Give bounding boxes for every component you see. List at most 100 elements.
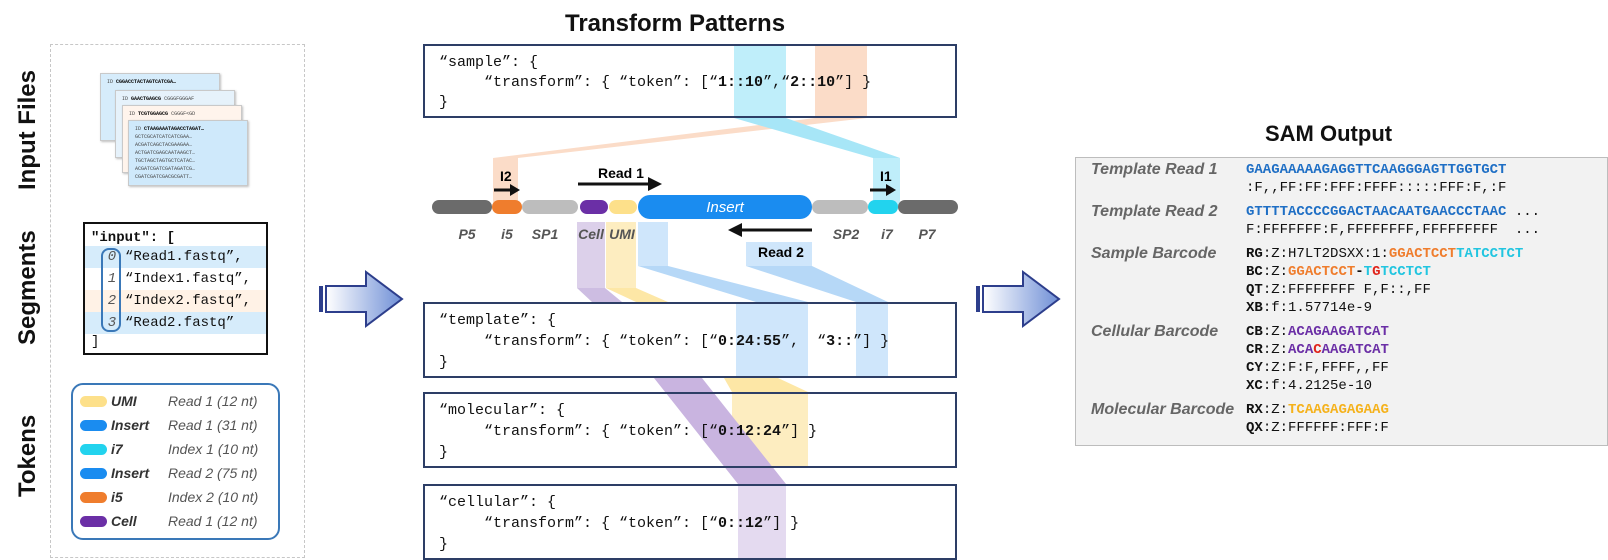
insert-r1-band <box>638 222 668 266</box>
i5-label: i5 <box>501 226 513 242</box>
file-line: ACGATCGATCGATAGATCG… <box>135 166 196 172</box>
rg-line: RG:Z:H7LT2DSXX:1:GGACTCCTTATCCTCT <box>1246 246 1524 262</box>
i7-label: i7 <box>881 226 893 242</box>
cellular-close: } <box>439 536 449 553</box>
i1-label: I1 <box>880 168 892 184</box>
i2-arrow-head <box>510 184 520 196</box>
cell-to-cellular <box>654 378 786 484</box>
token-name: Cell <box>111 513 137 529</box>
sample-transform: “transform”: { “token”: [“1::10”,“2::10”… <box>439 74 872 91</box>
template-token-1: 0:24:55 <box>718 333 782 350</box>
token-desc: Index 2 (10 nt) <box>168 489 259 505</box>
cellular-head: “cellular”: { <box>439 494 557 511</box>
i2-label: I2 <box>500 168 512 184</box>
sp2-label: SP2 <box>832 226 860 242</box>
token-row: Insert Read 1 (31 nt) <box>73 414 278 436</box>
segment-file: “Read1.fastq”, <box>125 249 243 265</box>
i7-link <box>734 118 900 158</box>
sam-label-cellular-barcode: Cellular Barcode <box>1091 323 1219 340</box>
sample-key: “sample”: { <box>439 54 539 71</box>
cell-link <box>577 288 622 302</box>
insert-r1-link <box>638 266 808 302</box>
token-desc: Index 1 (10 nt) <box>168 441 259 457</box>
token-row: Insert Read 2 (75 nt) <box>73 462 278 484</box>
token-desc: Read 2 (75 nt) <box>168 465 258 481</box>
template-read-2-qual-line: F:FFFFFFF:F,FFFFFFFF,FFFFFFFFF ... <box>1246 222 1541 238</box>
cr-line: CR:Z:ACACAAGATCAT <box>1246 342 1389 358</box>
segments-json-box: "input": [ 0 “Read1.fastq”, 1 “Index1.fa… <box>83 222 268 355</box>
template-read-1-seq: GAAGAAAAAGAGGTTCAAGGGAGTTGGTGCT <box>1246 162 1507 178</box>
segment-index: 0 <box>107 249 117 265</box>
file-seq: CTAAGAAATAGACCTAGAT… <box>144 126 205 132</box>
segment-index: 2 <box>107 293 117 309</box>
cell-label: Cell <box>578 226 604 242</box>
template-head: “template”: { <box>439 312 557 329</box>
insert-r2-band <box>746 242 812 266</box>
input-file-4: ID CTAAGAAATAGACCTAGAT… GCTCGCATCATCATCG… <box>128 120 248 186</box>
insert-label: Insert <box>638 199 812 216</box>
token-row: UMI Read 1 (12 nt) <box>73 390 278 412</box>
i1-box <box>873 158 900 206</box>
token-name: Insert <box>111 465 150 481</box>
sp2-segment <box>812 200 868 214</box>
p5-label: P5 <box>458 226 476 242</box>
xb-line: XB:f:1.57714e-9 <box>1246 300 1373 316</box>
cellular-transform: “transform”: { “token”: [“0::12”] } <box>439 515 800 532</box>
segments-header: "input": [ <box>91 230 176 246</box>
sam-label-template-read-1: Template Read 1 <box>1091 161 1218 178</box>
p7-segment <box>898 200 958 214</box>
file-line: ACTGATCGAGCAATAAGCT… <box>135 150 196 156</box>
rx-line: RX:Z:TCAAGAGAGAAG <box>1246 402 1389 418</box>
read1-label: Read 1 <box>598 165 644 181</box>
read-structure <box>432 177 958 237</box>
umi-label: UMI <box>609 226 635 242</box>
index-bracket <box>101 248 121 332</box>
sam-output-title: SAM Output <box>1265 121 1393 146</box>
insert-r2-link <box>746 266 888 302</box>
insert-segment <box>638 195 812 219</box>
umi-segment <box>609 200 637 214</box>
file-id: ID <box>122 96 129 102</box>
umi-to-molecular <box>724 378 808 392</box>
umi-swatch <box>80 396 107 407</box>
cell-band <box>577 222 605 288</box>
qx-line: QX:Z:FFFFFF:FFF:F <box>1246 420 1389 436</box>
template-read-1-qual: :F,,FF:FF:FFF:FFFF:::::FFF:F,:F <box>1246 180 1507 196</box>
sample-token-1: 1::10 <box>718 74 764 91</box>
template-close: } <box>439 354 449 371</box>
template-read-2-seq-line: GTTTTACCCCGGACTAACAATGAACCCTAAC ... <box>1246 204 1540 220</box>
cb-line: CB:Z:ACAGAAGATCAT <box>1246 324 1389 340</box>
template-token2-band <box>856 302 888 378</box>
cy-line: CY:Z:F:F,FFFF,,FF <box>1246 360 1389 376</box>
segment-row: 2 “Index2.fastq”, <box>85 290 266 312</box>
insert-text: Insert <box>706 199 744 216</box>
template-pattern-box: “template”: { “transform”: { “token”: [“… <box>423 302 957 378</box>
token-row: i5 Index 2 (10 nt) <box>73 486 278 508</box>
token-name: i7 <box>111 441 123 457</box>
flow-arrow-left <box>319 270 404 328</box>
transform-patterns-title: Transform Patterns <box>565 10 786 37</box>
sample-token1-band <box>734 44 786 118</box>
molecular-pattern-box: “molecular”: { “transform”: { “token”: [… <box>423 392 957 468</box>
segment-file: “Index2.fastq”, <box>125 293 252 309</box>
sam-label-template-read-2: Template Read 2 <box>1091 203 1218 220</box>
cellular-pattern-box: “cellular”: { “transform”: { “token”: [“… <box>423 484 957 560</box>
token-row: Cell Read 1 (12 nt) <box>73 510 278 532</box>
insert-swatch <box>80 468 107 479</box>
sample-head: “sample”: { <box>439 54 538 71</box>
p7-label: P7 <box>918 226 936 242</box>
i5-segment <box>492 200 522 214</box>
sp1-segment <box>522 200 578 214</box>
template-token-2: 3:: <box>826 333 854 350</box>
template-read-2-qual: F:FFFFFFF:F,FFFFFFFF,FFFFFFFFF <box>1246 222 1499 238</box>
p5-segment <box>432 200 492 214</box>
template-read-2-seq: GTTTTACCCCGGACTAACAATGAACCCTAAC <box>1246 204 1507 220</box>
i2-box <box>493 158 518 206</box>
segment-index: 3 <box>107 315 117 331</box>
sam-label-sample-barcode: Sample Barcode <box>1091 245 1217 262</box>
segment-row: 0 “Read1.fastq”, <box>85 246 266 268</box>
template-read-2-ellipsis: ... <box>1514 204 1541 220</box>
flow-arrow-right <box>976 270 1061 328</box>
token-desc: Read 1 (12 nt) <box>168 393 258 409</box>
